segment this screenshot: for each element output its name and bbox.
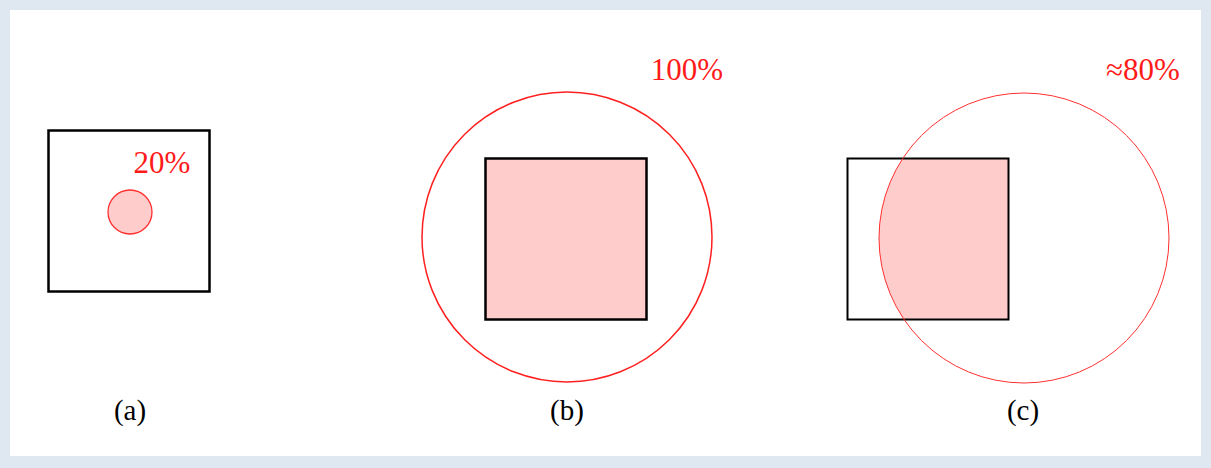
large-circle <box>422 92 712 382</box>
unit-square <box>49 131 210 292</box>
coverage-percent: 20% <box>134 147 191 178</box>
small-circle <box>108 190 152 234</box>
coverage-percent: ≈80% <box>1106 54 1180 85</box>
subfigure-label: (b) <box>550 396 584 425</box>
subfigure-label: (a) <box>114 396 146 425</box>
coverage-percent: 100% <box>651 54 723 85</box>
overlap-region <box>879 158 1009 320</box>
offset-circle <box>879 93 1169 383</box>
covered-square <box>486 159 647 320</box>
subfigure-label: (c) <box>1007 396 1039 425</box>
partial-square <box>848 159 1009 320</box>
